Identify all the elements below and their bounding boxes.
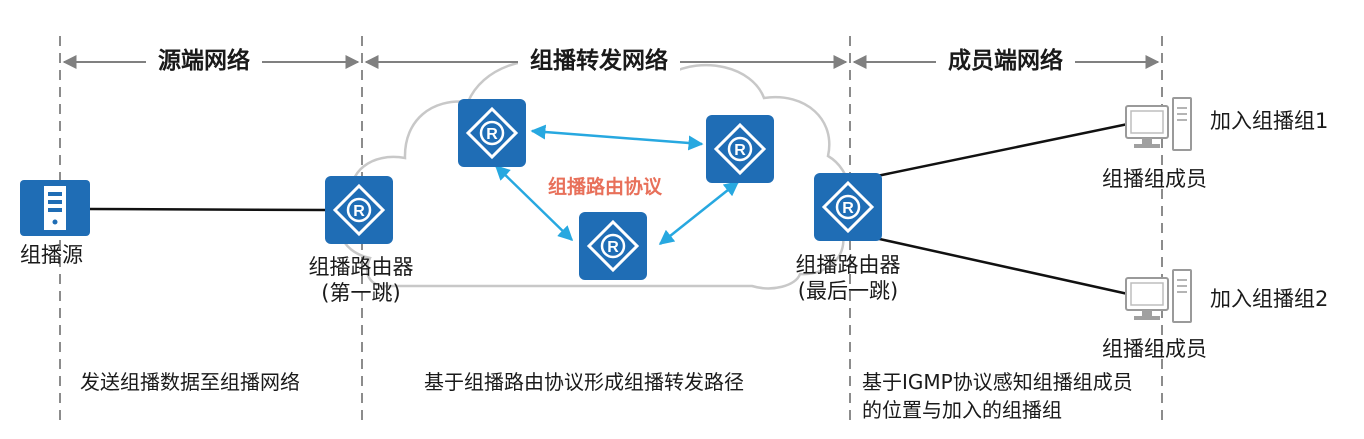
first-hop-router-icon	[323, 174, 395, 246]
forwarding-description: 基于组播路由协议形成组播转发路径	[424, 370, 744, 394]
last-hop-note: (最后一跳)	[797, 279, 899, 303]
link-router-a-b	[530, 124, 704, 151]
segment-title-member: 成员端网络	[936, 46, 1075, 76]
last-hop-router-icon	[812, 171, 884, 243]
member2-label: 组播组成员	[1102, 337, 1207, 361]
segment-title-source: 源端网络	[146, 46, 262, 76]
last-hop-name: 组播路由器	[795, 253, 901, 277]
member2-join-label: 加入组播组2	[1210, 287, 1329, 311]
member1-computer-icon	[1125, 97, 1192, 151]
member2-computer-icon	[1125, 269, 1192, 323]
link-router-a-c	[494, 164, 574, 242]
first-hop-note: (第一跳)	[321, 281, 401, 305]
cloud-router-b-icon	[704, 113, 776, 185]
member1-label: 组播组成员	[1102, 167, 1207, 191]
segment-title-forwarding: 组播转发网络	[518, 46, 680, 76]
link-router-b-c	[658, 181, 740, 245]
first-hop-name: 组播路由器	[308, 255, 414, 279]
source-description: 发送组播数据至组播网络	[80, 370, 300, 394]
member-description: 基于IGMP协议感知组播组成员的位置与加入的组播组	[862, 370, 1133, 422]
link-last-hop-member2	[847, 230, 1129, 296]
member1-join-label: 加入组播组1	[1210, 109, 1329, 133]
last-hop-label: 组播路由器 (最后一跳)	[782, 252, 914, 304]
source-label: 组播源	[20, 243, 83, 267]
cloud-router-a-icon	[456, 97, 528, 169]
link-source-first-hop	[89, 207, 327, 212]
first-hop-label: 组播路由器 (第一跳)	[299, 254, 423, 306]
server-icon	[20, 180, 90, 236]
link-last-hop-member1	[847, 122, 1129, 184]
protocol-label: 组播路由协议	[548, 176, 663, 198]
cloud-router-c-icon	[577, 210, 649, 282]
